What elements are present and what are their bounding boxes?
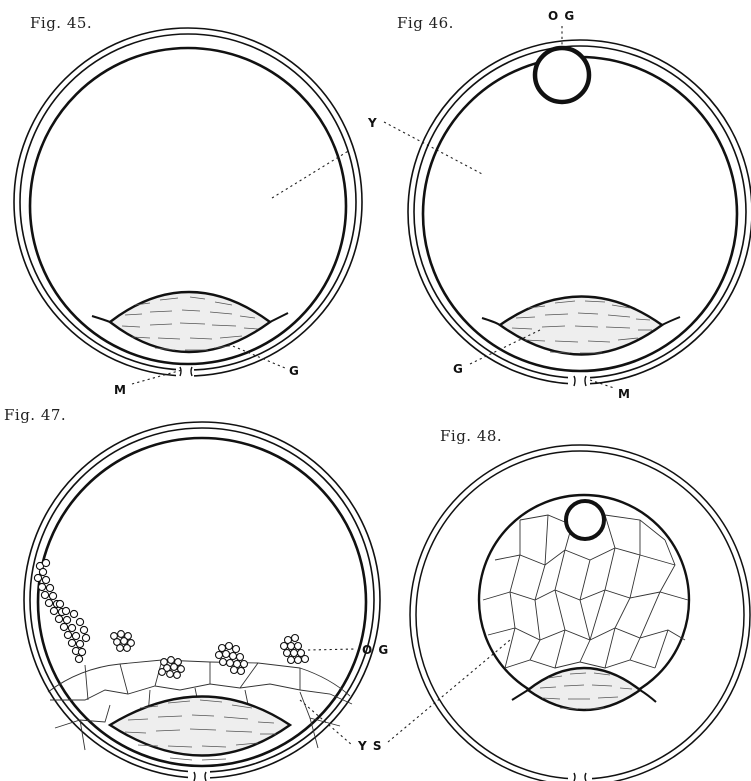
figure-46: Fig 46. — [397, 9, 751, 401]
oil-cluster-small-left — [111, 631, 135, 652]
figure-46-germinal-disc — [482, 297, 680, 355]
figure-48-title: Fig. 48. — [440, 427, 502, 445]
figure-45-label-g: G — [289, 364, 300, 378]
figure-46-title: Fig 46. — [397, 14, 454, 32]
figure-46-label-m: M — [618, 387, 631, 401]
figure-47-oil-globule-clusters — [34, 559, 308, 678]
figure-47-og-leader — [308, 649, 356, 650]
figure-45-label-y: Y — [367, 116, 378, 130]
figure-46-label-og: O G — [548, 9, 575, 23]
figure-45-membrane-leader — [132, 370, 182, 384]
figure-45: Fig. 45. — [14, 14, 362, 397]
figure-45-title: Fig. 45. — [30, 14, 92, 32]
figure-48-oil-globule — [566, 501, 604, 539]
figure-47: Fig. 47. — [4, 406, 389, 781]
figure-45-label-m: M — [114, 383, 127, 397]
oil-cluster-left-column — [34, 559, 89, 662]
figure-45-germinal-disc — [92, 292, 288, 352]
figure-47-germinal-disc — [110, 697, 290, 761]
figure-47-title: Fig. 47. — [4, 406, 66, 424]
figure-47-label-ys: Y S — [357, 739, 383, 753]
figure-46-yolk-leader — [384, 122, 484, 175]
figure-47-label-og: O G — [362, 643, 389, 657]
figure-48: Fig. 48. — [410, 427, 750, 781]
oil-cluster-center — [159, 657, 185, 679]
figure-46-oil-globule — [535, 48, 589, 102]
figure-46-label-g: G — [453, 362, 464, 376]
oil-cluster-center-right — [216, 643, 248, 675]
oil-cluster-right — [281, 635, 309, 664]
figure-48-ys-leader — [388, 640, 510, 742]
figure-48-germinal-disc — [512, 668, 656, 710]
